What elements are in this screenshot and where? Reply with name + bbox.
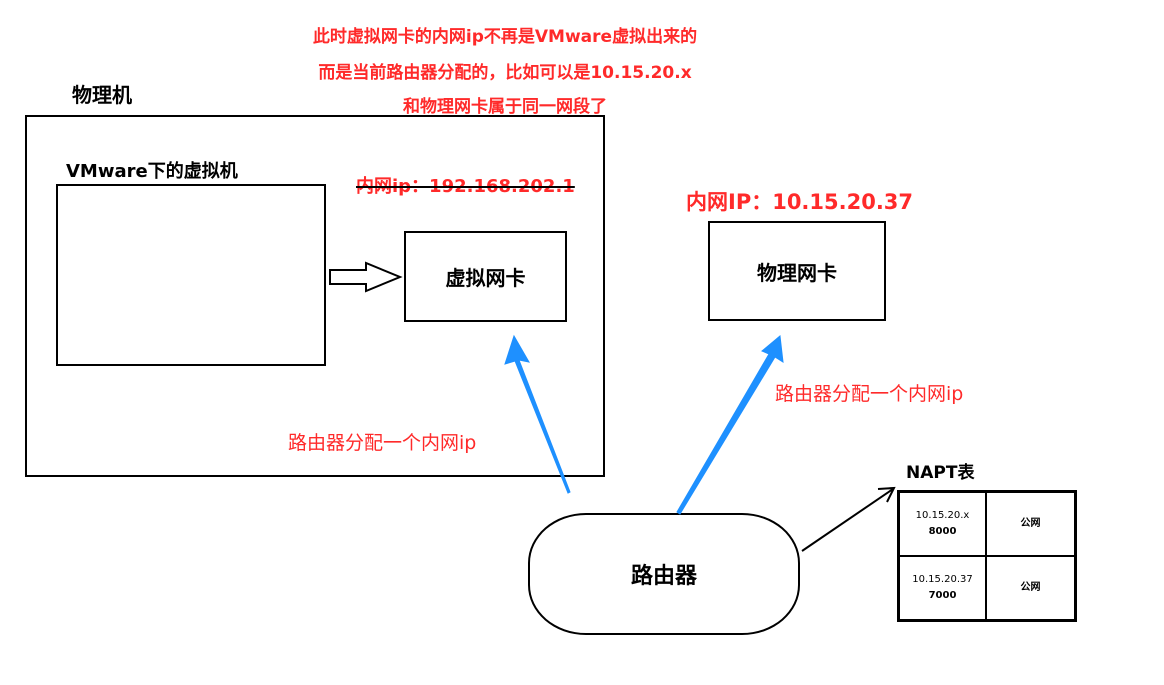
- physical-nic-label: 物理网卡: [757, 260, 837, 285]
- napt-row-1-address: 10.15.20.x 8000: [899, 492, 986, 556]
- router-to-napt-arrowhead: [877, 486, 896, 503]
- physical-machine-title: 物理机: [72, 83, 132, 107]
- physical-nic-box: 物理网卡: [708, 221, 886, 321]
- virtual-nic-label: 虚拟网卡: [445, 266, 526, 290]
- router-assign-label-right: 路由器分配一个内网ip: [775, 383, 964, 405]
- router-node: 路由器: [528, 513, 800, 635]
- vm-to-nic-arrow: [329, 261, 403, 293]
- router-to-virtual-nic-arrow: [504, 334, 571, 494]
- napt-row-2-public: 公网: [1020, 582, 1041, 593]
- virtual-nic-box: 虚拟网卡: [404, 231, 567, 322]
- napt-row-1-port: 8000: [928, 526, 957, 537]
- note-line-2: 而是当前路由器分配的，比如可以是10.15.20.x: [318, 63, 692, 83]
- vm-box: [56, 184, 326, 366]
- napt-row-1-ip: 10.15.20.x: [915, 510, 970, 521]
- napt-row-2-ip: 10.15.20.37: [912, 574, 973, 585]
- router-assign-label-left: 路由器分配一个内网ip: [288, 432, 477, 454]
- napt-row-1-public: 公网: [1020, 518, 1041, 529]
- note-line-1: 此时虚拟网卡的内网ip不再是VMware虚拟出来的: [312, 27, 698, 47]
- napt-row-2-port: 7000: [928, 590, 957, 601]
- napt-row-1-public-cell: 公网: [986, 492, 1075, 556]
- napt-row-2-public-cell: 公网: [986, 556, 1075, 620]
- router-to-physical-nic-arrow: [676, 335, 784, 515]
- vm-title: VMware下的虚拟机: [66, 161, 238, 182]
- napt-row-2-address: 10.15.20.37 7000: [899, 556, 986, 620]
- router-label: 路由器: [630, 564, 697, 589]
- physical-nic-ip: 内网IP：10.15.20.37: [686, 190, 914, 214]
- old-internal-ip: 内网ip：192.168.202.1: [356, 176, 575, 197]
- napt-title: NAPT表: [906, 463, 975, 483]
- napt-table: 10.15.20.x 8000 公网 10.15.20.37 7000 公网: [897, 490, 1077, 622]
- router-to-napt-line: [801, 488, 894, 552]
- note-line-3: 和物理网卡属于同一网段了: [403, 97, 607, 117]
